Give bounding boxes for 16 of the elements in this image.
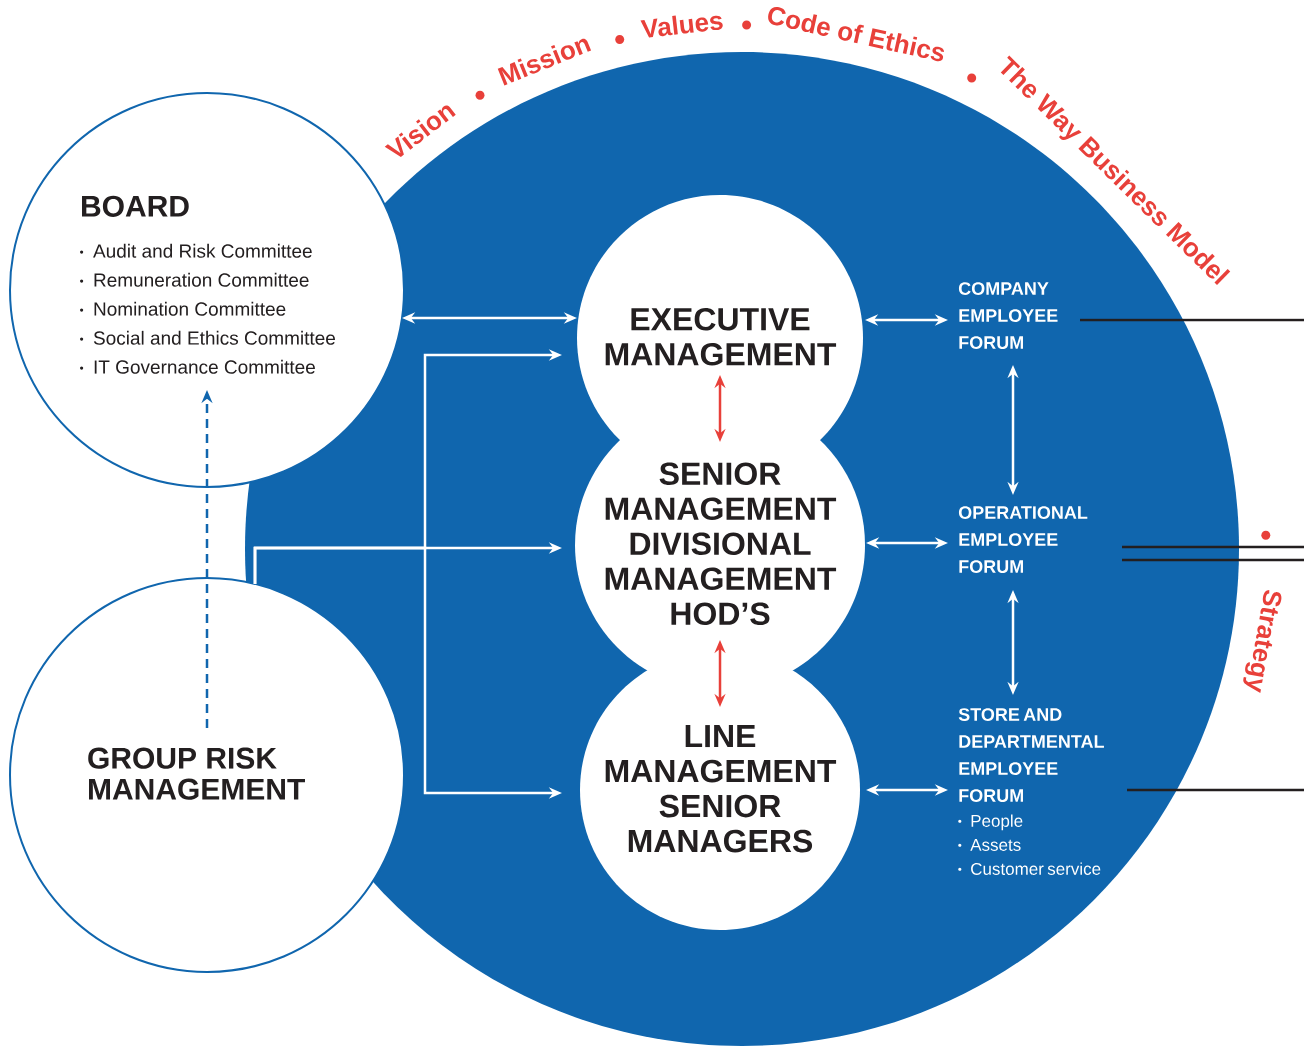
node-label: DIVISIONAL MANAGEMENT <box>605 532 837 591</box>
arc-label: Strategy <box>1243 589 1282 694</box>
node-label: LINE MANAGEMENT <box>605 725 837 783</box>
connector-line <box>1127 788 1304 792</box>
circle-node: GROUP RISK MANAGEMENT <box>9 577 405 973</box>
connector-line <box>1080 318 1304 322</box>
node-label: EXECUTIVE MANAGEMENT <box>605 307 837 366</box>
node-label: HOD’S <box>671 602 770 626</box>
connector-line <box>1122 558 1304 562</box>
node-label: SENIOR MANAGERS <box>628 794 813 853</box>
forum-label: COMPANY EMPLOYEE FORUM <box>958 282 1058 349</box>
arc-label: Values <box>640 15 723 38</box>
connector-line <box>1122 545 1304 549</box>
forum-label: OPERATIONAL EMPLOYEE FORUM <box>958 506 1088 573</box>
forum-label: STORE AND DEPARTMENTAL EMPLOYEE FORUM People Assets Customer service <box>958 708 1104 875</box>
arc-label: Code of Ethics <box>768 6 944 62</box>
